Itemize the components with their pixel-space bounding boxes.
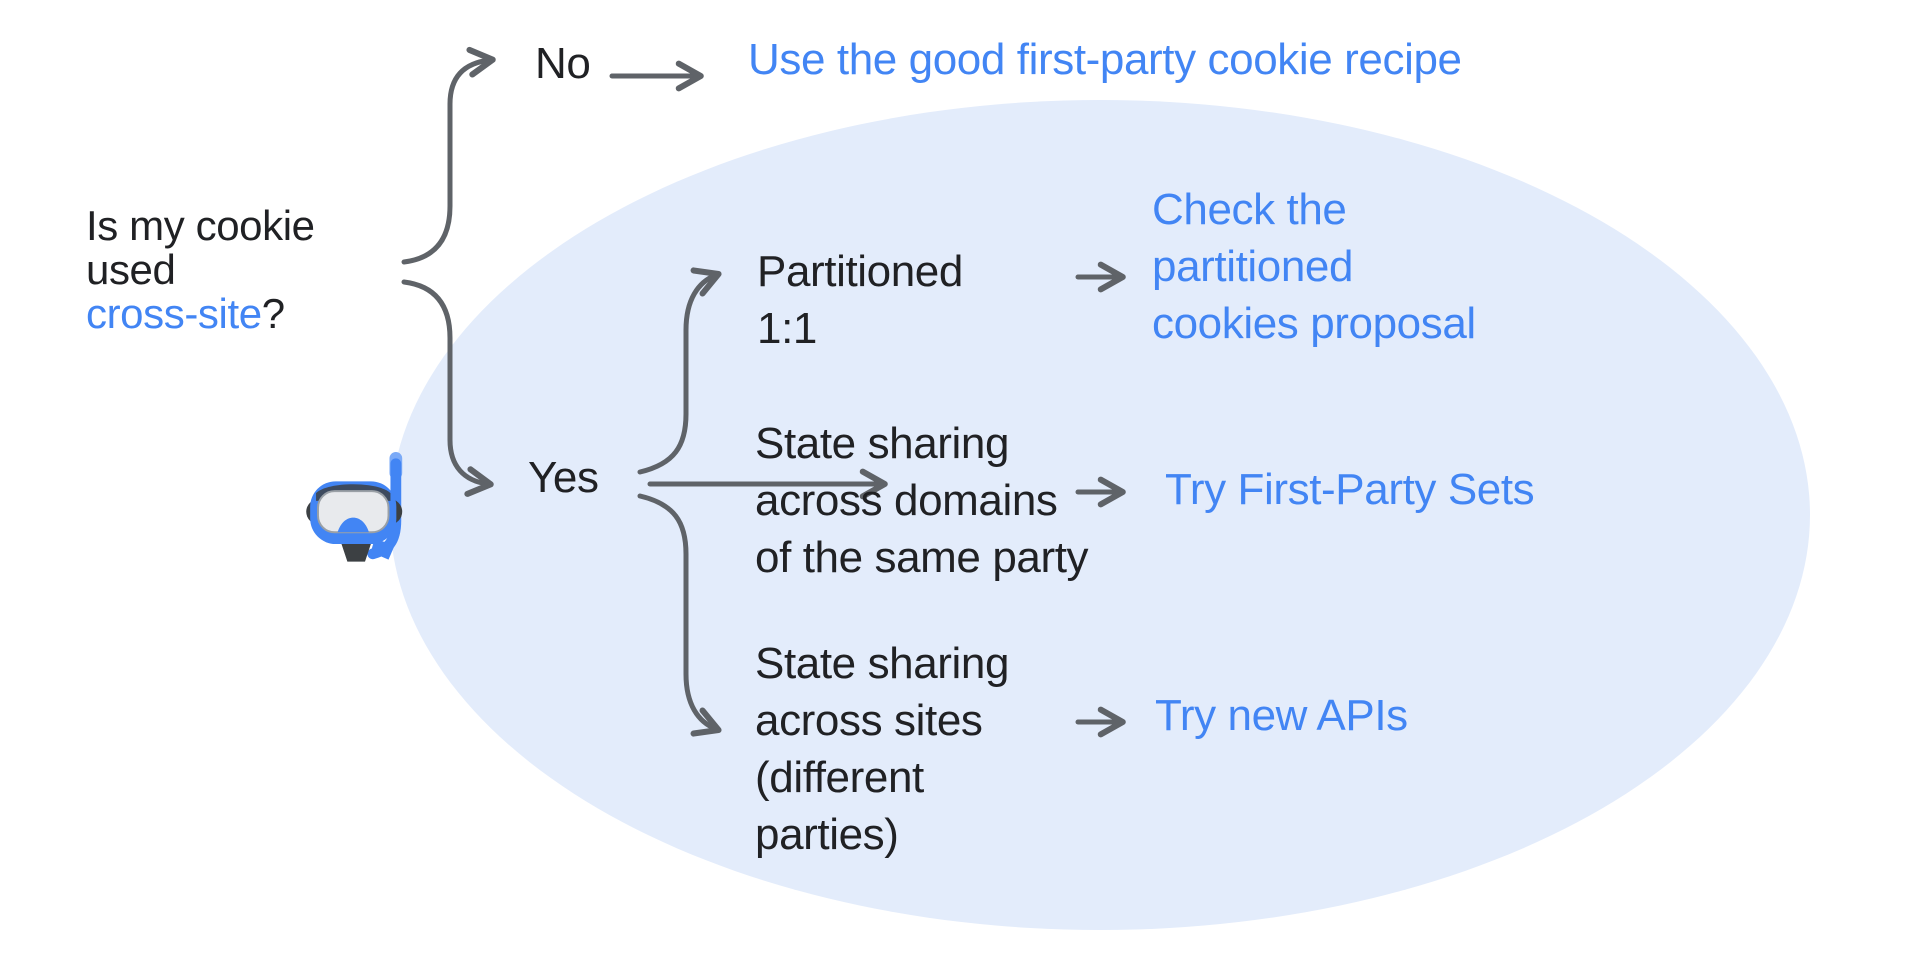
label-line: 1:1: [757, 304, 817, 353]
label-line: of the same party: [755, 533, 1089, 582]
first-party-sets-link[interactable]: Try First-Party Sets: [1165, 465, 1535, 514]
label-line: (different: [755, 753, 924, 802]
label-line: across domains: [755, 476, 1058, 525]
label-line: across sites: [755, 696, 983, 745]
question-text: Is my cookie used cross-site?: [86, 204, 315, 336]
arrow-yes-to-different-parties: [637, 493, 722, 737]
label-line: State sharing: [755, 639, 1010, 688]
link-line[interactable]: cookies proposal: [1152, 299, 1476, 348]
label-line: parties): [755, 810, 899, 859]
partitioned-outcome-link[interactable]: Check the partitioned cookies proposal: [1152, 181, 1476, 352]
arrow-yes-to-partitioned: [637, 267, 722, 475]
branch-yes-label: Yes: [528, 453, 599, 502]
link-line[interactable]: partitioned: [1152, 242, 1354, 291]
link-line[interactable]: Check the: [1152, 185, 1347, 234]
row-partitioned-label: Partitioned 1:1: [757, 243, 963, 357]
row-different-parties-label: State sharing across sites (different pa…: [755, 635, 1009, 863]
no-outcome-link[interactable]: Use the good first-party cookie recipe: [748, 35, 1462, 84]
question-highlight: cross-site: [86, 290, 262, 337]
diving-mask-icon: [306, 451, 403, 562]
row-same-party-label: State sharing across domains of the same…: [755, 415, 1089, 586]
question-line: Is my cookie: [86, 202, 315, 249]
new-apis-link[interactable]: Try new APIs: [1155, 691, 1408, 740]
arrow-question-to-yes: [401, 279, 494, 497]
branch-no-label: No: [535, 39, 591, 88]
question-line: cross-site?: [86, 292, 315, 336]
question-line: used: [86, 246, 176, 293]
label-line: State sharing: [755, 419, 1010, 468]
question-suffix: ?: [261, 290, 285, 337]
label-line: Partitioned: [757, 247, 963, 296]
yes-group-ellipse: [390, 100, 1810, 930]
arrow-question-to-no: [401, 46, 496, 265]
